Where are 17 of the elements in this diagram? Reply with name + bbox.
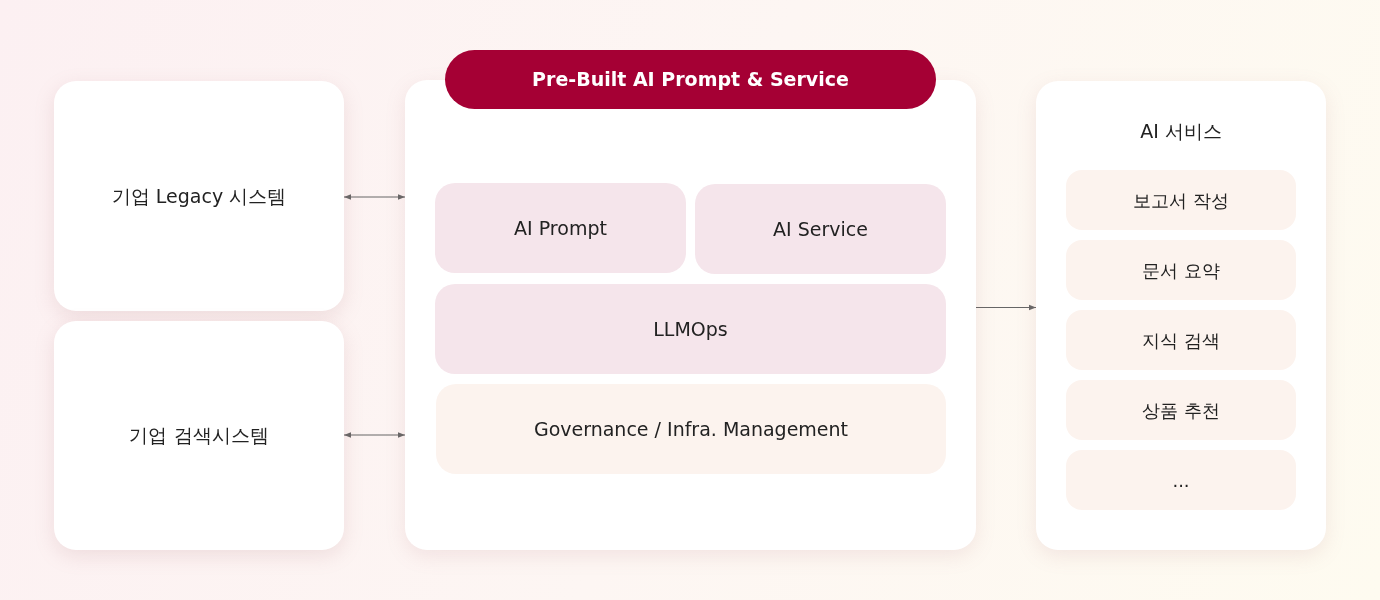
module-box: AI Service bbox=[695, 184, 946, 274]
header-pill: Pre-Built AI Prompt & Service bbox=[445, 50, 936, 109]
service-item: 보고서 작성 bbox=[1066, 170, 1296, 230]
module-box: Governance / Infra. Management bbox=[436, 384, 946, 474]
service-item: 상품 추천 bbox=[1066, 380, 1296, 440]
system-card: 기업 Legacy 시스템 bbox=[54, 81, 344, 311]
service-item: 문서 요약 bbox=[1066, 240, 1296, 300]
connector-arrow bbox=[343, 432, 406, 438]
module-box: LLMOps bbox=[435, 284, 946, 374]
service-item: 지식 검색 bbox=[1066, 310, 1296, 370]
module-box: AI Prompt bbox=[435, 183, 686, 273]
service-item: ... bbox=[1066, 450, 1296, 510]
connector-arrow bbox=[975, 304, 1037, 311]
panel-heading: AI 서비스 bbox=[1139, 119, 1223, 144]
connector-arrow bbox=[343, 194, 406, 200]
system-card: 기업 검색시스템 bbox=[54, 321, 344, 550]
service-panel bbox=[1036, 81, 1326, 550]
